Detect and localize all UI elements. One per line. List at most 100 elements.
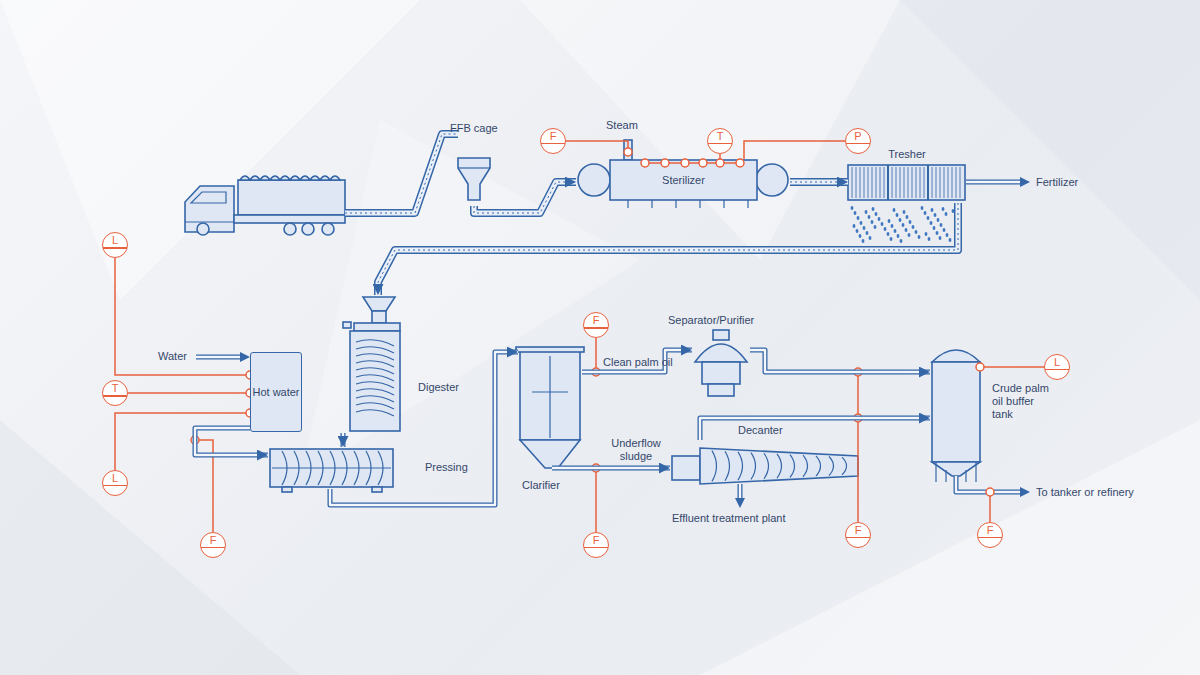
fruit-drops [939, 236, 942, 240]
fruit-drops [902, 223, 905, 227]
tresher-grid [904, 167, 905, 198]
fruit-drops [894, 229, 897, 233]
buffer-tank [1020, 487, 1030, 497]
pipe-connector [582, 350, 692, 372]
conveyor-connector [378, 203, 958, 295]
press-screw [342, 451, 347, 485]
tresher-grid [952, 167, 953, 198]
tresher-drum [848, 165, 1030, 243]
fruit-drops [896, 213, 899, 217]
instrument-letter: F [201, 534, 225, 546]
fruit-drops [878, 217, 881, 221]
decanter-screw [842, 457, 847, 475]
fruit-drops [891, 224, 894, 228]
decanter-centrifuge [739, 484, 741, 500]
equipment-node: Tresher [848, 163, 966, 203]
instrument-leader-lines [624, 148, 632, 156]
clarifier-tank [516, 347, 584, 468]
conveyor-connector [474, 182, 576, 213]
instrument-leader-lines [115, 413, 246, 470]
tresher-grid [936, 167, 937, 198]
decanter-screw [712, 451, 847, 482]
instrument-bubble: T [102, 380, 128, 406]
truck [185, 176, 345, 235]
truck-load [280, 176, 290, 180]
instrument-leader-lines [595, 472, 597, 532]
tresher-grid [896, 167, 897, 198]
instrument-leader-lines [661, 159, 669, 167]
fruit-drops [875, 212, 878, 216]
pipe-connector [552, 468, 670, 469]
pipe-connector [330, 352, 518, 505]
equipment-label: FFB cage [450, 122, 520, 135]
text-label: Steam [606, 119, 656, 132]
tresher-grid [944, 167, 945, 198]
conveyor-connector [378, 203, 958, 295]
conveyor-connector [378, 203, 958, 295]
fruit-drops [869, 236, 872, 240]
digester-coil [356, 340, 394, 416]
digester-coil [356, 368, 394, 374]
fruit-drops [899, 218, 902, 222]
tresher-grid [940, 167, 941, 198]
truck [302, 223, 314, 235]
pipe-connector [552, 467, 670, 469]
buffer-tank [932, 350, 1030, 497]
press-screw [294, 451, 299, 485]
tresher-grid [856, 167, 857, 198]
pipe-connector [330, 352, 518, 505]
fruit-drops [862, 239, 865, 243]
ffb-cage-hopper [458, 158, 490, 200]
pipe-connector [750, 350, 930, 372]
equipment-node: Pressing [268, 447, 395, 489]
fruit-drops [924, 211, 927, 215]
fruit-drops [942, 207, 945, 211]
equipment-node: Decanter [670, 440, 862, 484]
tresher-grid [876, 167, 877, 198]
equipment-label: Separator/Purifier [668, 314, 778, 327]
tresher-drum [966, 180, 1022, 185]
pipe-connector [700, 418, 930, 440]
fruit-drops [872, 207, 875, 211]
instrument-bubble: P [845, 128, 871, 154]
fruit-drops [897, 234, 900, 238]
decanter-centrifuge [735, 498, 745, 508]
fruit-drops [908, 233, 911, 237]
digester-vessel [343, 322, 351, 328]
tresher-grid [932, 167, 933, 198]
pipe-connector [582, 350, 692, 372]
pressing-screw-press [270, 449, 393, 492]
conveyor-connector [474, 182, 576, 213]
tresher-grid [872, 167, 873, 198]
fruit-drops [866, 231, 869, 235]
pressing-screw-press [372, 487, 382, 492]
truck [185, 186, 234, 232]
truck-load [260, 176, 270, 180]
decanter-screw [738, 452, 743, 480]
instrument-leader-lines [115, 141, 1044, 532]
instrument-bubble: F [540, 128, 566, 154]
fruit-drops [871, 220, 874, 224]
instrument-bubble: F [583, 312, 609, 338]
background-facets [300, 120, 640, 480]
instrument-leader-lines [699, 159, 707, 167]
decanter-centrifuge [672, 456, 700, 480]
tresher-grid [956, 167, 957, 198]
process-box: Hot water [250, 352, 302, 432]
sterilizer-vessel [578, 164, 610, 196]
instrument-leader-lines [986, 488, 994, 496]
digester-vessel [363, 297, 395, 311]
instrument-leader-lines [128, 392, 246, 394]
tresher-drum [927, 165, 929, 200]
fruit-drops [890, 237, 893, 241]
instrument-leader-lines [716, 159, 724, 167]
tresher-drum [1020, 177, 1030, 187]
equipment-label: Digester [418, 381, 478, 394]
tresher-grid [864, 167, 865, 198]
truck-load [240, 176, 250, 180]
pipe-connector [343, 433, 344, 447]
equipment-label: Crude palm oil buffer tank [992, 382, 1054, 421]
sterilizer-vessel [578, 140, 788, 208]
fruit-drops [943, 228, 946, 232]
